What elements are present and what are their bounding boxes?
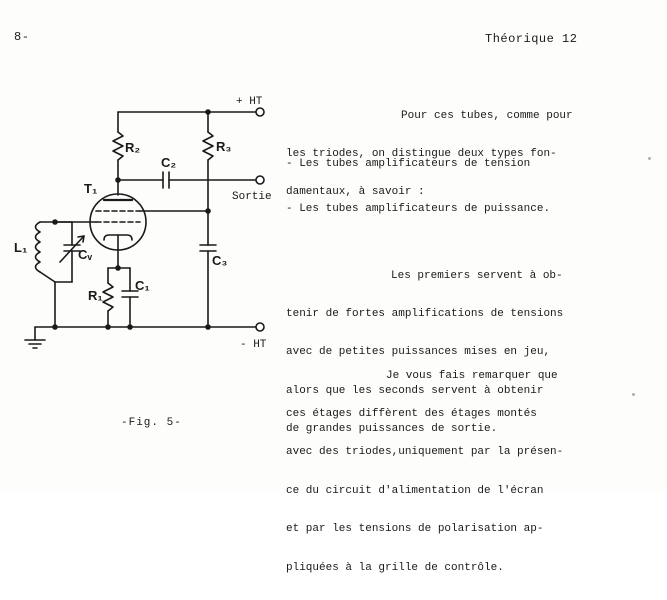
ground-junction-a (52, 324, 58, 330)
paragraph-3-line: avec des triodes,uniquement par la prése… (286, 446, 564, 459)
paragraph-1-line: les triodes, on distingue deux types fon… (286, 147, 557, 160)
l1-bottom-lead (39, 271, 56, 283)
label-c2: C₂ (161, 155, 176, 170)
label-plus-ht: + HT (236, 96, 263, 108)
document-page: 8- Théorique 12 (0, 30, 651, 574)
ground-junction-b (105, 324, 111, 330)
label-c1: C₁ (135, 278, 150, 293)
circuit-diagram: + HT Sortie - HT R₂ R₃ C₂ T₁ L₁ Cᵥ C₃ R₁… (0, 80, 290, 370)
ground-junction-d (205, 324, 211, 330)
label-c3: C₃ (212, 253, 227, 268)
paragraph-3-line: ces étages diffèrent des étages montés (286, 407, 537, 420)
r3-resistor (202, 131, 214, 161)
l1-coil (34, 221, 41, 273)
scan-speck (648, 157, 651, 160)
minus-ht-terminal (255, 322, 265, 332)
list-item-tension: - Les tubes amplificateurs de tension (286, 158, 531, 170)
list-item-puissance: - Les tubes amplificateurs de puissance. (286, 203, 551, 215)
page-header-title: Théorique 12 (485, 32, 578, 46)
paragraph-3-line: Je vous fais remarquer que (386, 369, 558, 382)
paragraph-3-line: pliquées à la grille de contrôle. (286, 561, 504, 574)
paragraph-3-line: et par les tensions de polarisation ap- (286, 523, 544, 536)
paragraph-2-line: tenir de fortes amplifications de tensio… (286, 307, 564, 320)
cathode-junction (115, 265, 121, 271)
label-t1: T₁ (84, 181, 97, 196)
r2-resistor (112, 131, 124, 161)
page-number: 8- (14, 30, 30, 44)
paragraph-1: Pour ces tubes, comme pour les triodes, … (286, 84, 586, 225)
r1-resistor (102, 282, 114, 312)
scan-speck (632, 393, 635, 396)
paragraph-2-line: alors que les seconds servent à obtenir (286, 384, 544, 397)
label-r3: R₃ (216, 139, 231, 154)
label-cv: Cᵥ (78, 247, 92, 262)
paragraph-2-line: avec de petites puissances mises en jeu, (286, 346, 551, 359)
paragraph-3: Je vous fais remarquer que ces étages di… (286, 344, 586, 600)
paragraph-1-line: Pour ces tubes, comme pour (401, 109, 573, 122)
label-r2: R₂ (125, 140, 140, 155)
paragraph-2: Les premiers servent à ob- tenir de fort… (286, 244, 586, 462)
label-sortie: Sortie (232, 191, 272, 203)
cv-arrow-head (77, 235, 85, 243)
paragraph-1-line: damentaux, à savoir : (286, 186, 425, 199)
paragraph-3-line: ce du circuit d'alimentation de l'écran (286, 484, 544, 497)
label-l1: L₁ (14, 240, 27, 255)
circuit-schematic: + HT Sortie - HT R₂ R₃ C₂ T₁ L₁ Cᵥ C₃ R₁… (14, 96, 272, 351)
screen-junction (205, 208, 211, 214)
paragraph-2-line: de grandes puissances de sortie. (286, 423, 498, 436)
paragraph-2-line: Les premiers servent à ob- (391, 269, 563, 282)
ground-junction-c (127, 324, 133, 330)
r3-top-junction (205, 109, 211, 115)
figure-caption: -Fig. 5- (121, 417, 182, 429)
label-minus-ht: - HT (240, 339, 267, 351)
cv-arrow-shaft (59, 235, 85, 263)
plus-ht-terminal (255, 107, 265, 117)
sortie-terminal (255, 175, 265, 185)
label-r1: R₁ (88, 288, 103, 303)
